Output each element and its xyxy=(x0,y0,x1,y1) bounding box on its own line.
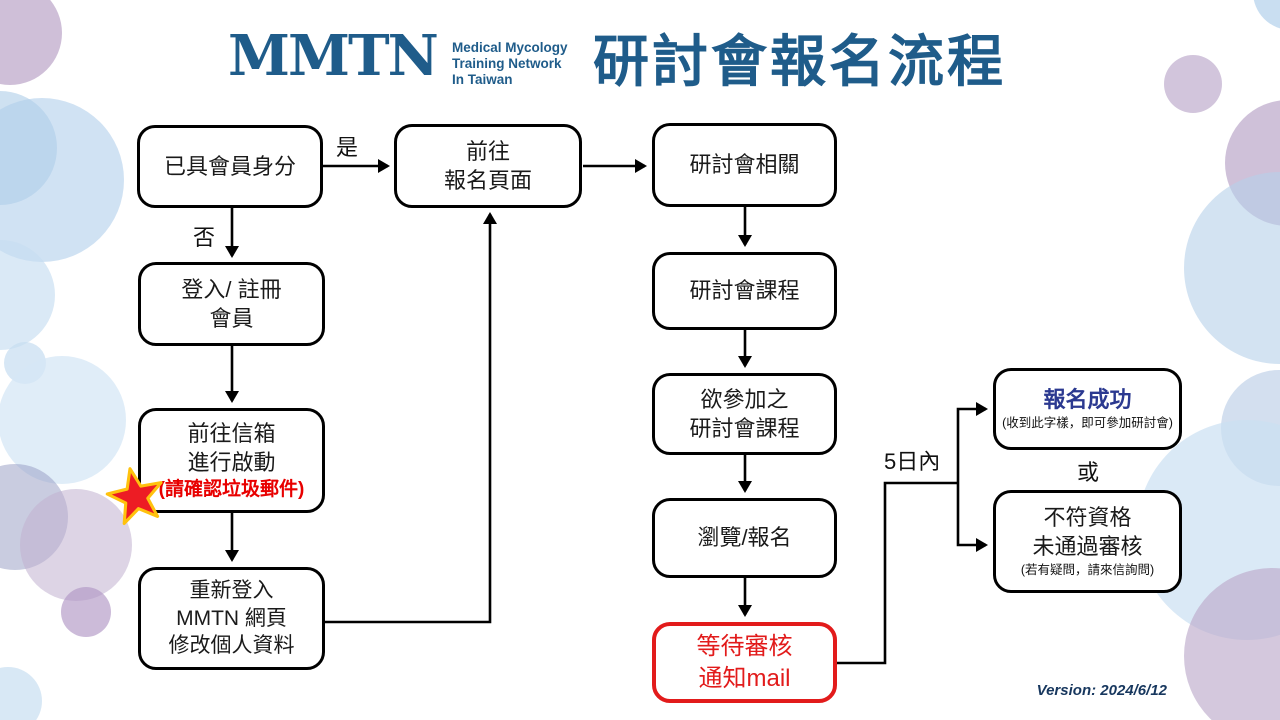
edge-label-yes: 是 xyxy=(336,135,359,160)
node-goto-registration: 前往 報名頁面 xyxy=(394,124,582,208)
logo-subtitle-line: Medical Mycology xyxy=(452,40,568,55)
alert-star-icon xyxy=(105,467,163,526)
node-login-register: 登入/ 註冊 會員 xyxy=(138,262,325,346)
node-text: 進行啟動 xyxy=(187,449,276,475)
logo-subtitle-line: Training Network xyxy=(452,55,562,71)
node-text: 重新登入 xyxy=(189,578,274,602)
edge-label-no: 否 xyxy=(193,225,216,250)
connector-branch-to-rejected xyxy=(956,483,988,552)
background-circle xyxy=(61,587,111,637)
background-circle xyxy=(1253,0,1280,30)
node-text: 研討會課程 xyxy=(689,278,800,304)
node-seminar-related: 研討會相關 xyxy=(652,123,837,207)
edge-label-within-days: 5日內 xyxy=(884,449,941,474)
connector-wait-to-branch xyxy=(837,481,958,665)
success-note: (收到此字樣，即可參加研討會) xyxy=(1002,416,1173,431)
background-circle xyxy=(0,0,62,85)
node-rejected: 不符資格 未通過審核 (若有疑問，請來信詢問) xyxy=(993,490,1182,593)
version-label: Version: 2024/6/12 xyxy=(1036,682,1167,699)
logo-subtitle-line: In Taiwan xyxy=(452,71,513,87)
background-circle xyxy=(1184,172,1280,364)
node-relogin: 重新登入 MMTN 網頁 修改個人資料 xyxy=(138,567,325,670)
mmtn-logo: MMTN xyxy=(228,23,439,89)
node-text: 前往 xyxy=(465,138,510,164)
node-text: 報名頁面 xyxy=(443,168,532,193)
node-text: 不符資格 xyxy=(1043,505,1132,531)
node-member-check: 已具會員身分 xyxy=(137,125,323,208)
background-circle xyxy=(0,98,124,262)
connector-relogin-to-goto xyxy=(325,212,497,624)
node-text: 前往信箱 xyxy=(187,420,276,446)
mmtn-logo-subtitle: Medical Mycology Training Network In Tai… xyxy=(452,40,568,88)
node-success: 報名成功 (收到此字樣，即可參加研討會) xyxy=(993,368,1182,450)
node-text: 欲參加之 xyxy=(700,386,789,412)
node-wait-review: 等待審核 通知mail xyxy=(652,622,837,703)
background-circle xyxy=(0,356,126,484)
node-text: 會員 xyxy=(209,306,254,331)
node-target-courses: 欲參加之 研討會課程 xyxy=(652,373,837,455)
background-circle xyxy=(20,489,132,601)
node-text: 研討會課程 xyxy=(689,416,800,441)
page-title: 研討會報名流程 xyxy=(593,30,1006,93)
node-text: 瀏覽/報名 xyxy=(697,525,792,551)
node-text: 等待審核 xyxy=(696,632,793,660)
node-activate-mail: 前往信箱 進行啟動 (請確認垃圾郵件) xyxy=(138,408,325,513)
background-circle xyxy=(1164,55,1222,113)
connector-branch-to-success xyxy=(956,402,988,483)
node-text: 修改個人資料 xyxy=(168,634,295,658)
node-browse-register: 瀏覽/報名 xyxy=(652,498,837,578)
success-title: 報名成功 xyxy=(1043,387,1132,413)
node-text: 通知mail xyxy=(698,664,791,692)
spam-warning-text: (請確認垃圾郵件) xyxy=(158,478,305,500)
node-text: 研討會相關 xyxy=(689,152,800,178)
background-circle xyxy=(0,667,42,720)
node-seminar-courses: 研討會課程 xyxy=(652,252,837,330)
rejected-note: (若有疑問，請來信詢問) xyxy=(1020,563,1155,578)
node-text: 已具會員身分 xyxy=(163,153,296,179)
edge-label-or: 或 xyxy=(1077,460,1100,485)
node-text: 未通過審核 xyxy=(1032,534,1143,560)
node-text: 登入/ 註冊 xyxy=(181,276,282,302)
node-text: MMTN 網頁 xyxy=(176,606,287,630)
